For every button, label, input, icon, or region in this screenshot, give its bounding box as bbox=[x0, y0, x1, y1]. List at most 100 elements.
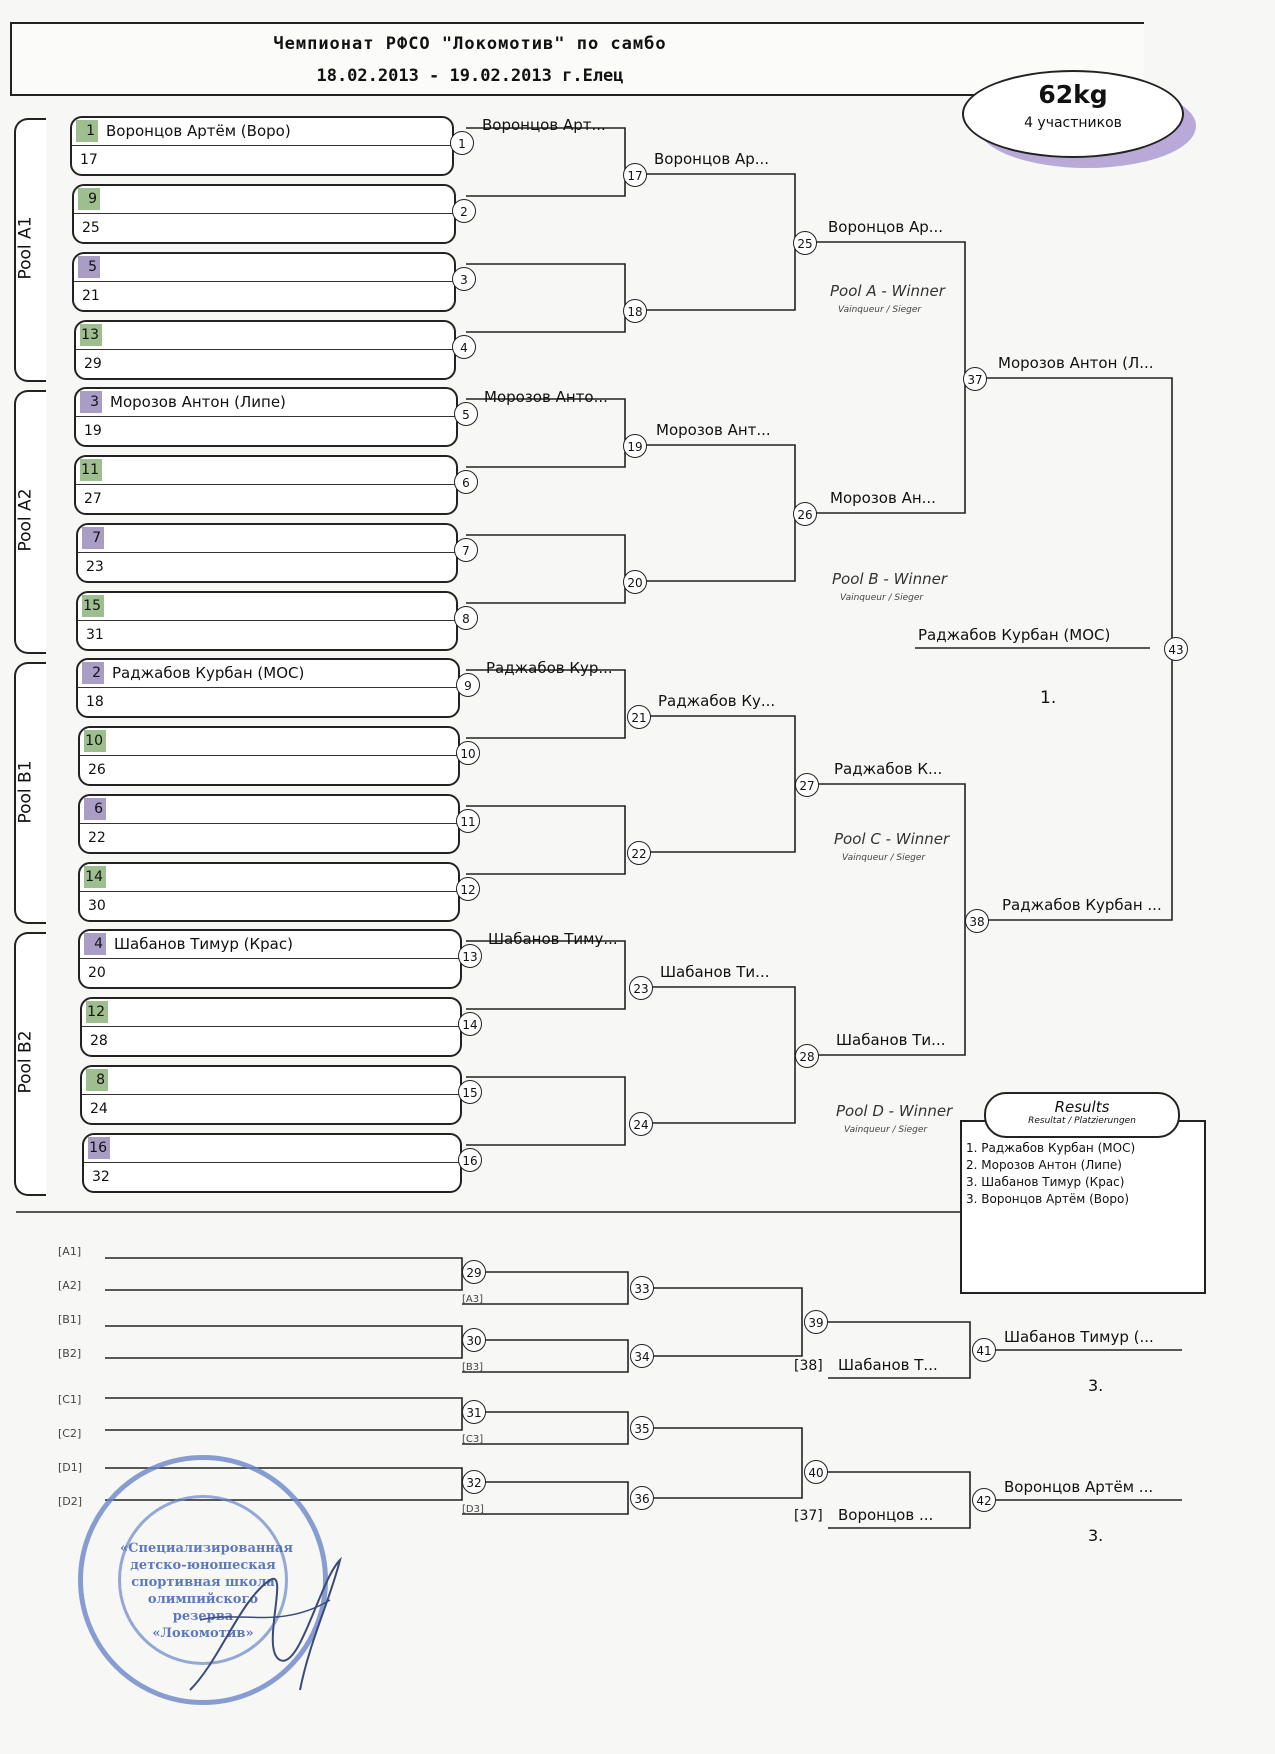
seed-number: 21 bbox=[82, 288, 100, 304]
match-number: 37 bbox=[963, 367, 987, 391]
seed-number: 1 bbox=[76, 120, 98, 142]
seed-number: 32 bbox=[92, 1169, 110, 1185]
bracket-slot: 15 31 bbox=[76, 591, 458, 651]
slot-label: [C1] bbox=[58, 1393, 82, 1406]
seed-number: 13 bbox=[80, 324, 102, 346]
bracket-slot: 7 23 bbox=[76, 523, 458, 583]
bracket-slot: 5 21 bbox=[72, 252, 456, 312]
bracket-slot: 10 26 bbox=[78, 726, 460, 786]
seed-number: 15 bbox=[82, 595, 104, 617]
seed-number: 26 bbox=[88, 762, 106, 778]
bracket-slot: 11 27 bbox=[74, 455, 458, 515]
weight-category-badge bbox=[962, 70, 1184, 158]
loser-ref: [38] bbox=[794, 1358, 823, 1374]
match-number: 13 bbox=[458, 944, 482, 968]
match-number: 39 bbox=[804, 1310, 828, 1334]
slot-label: [B2] bbox=[58, 1347, 82, 1360]
bracket-slot: 8 24 bbox=[80, 1065, 462, 1125]
match-number: 42 bbox=[972, 1488, 996, 1512]
seed-number: 22 bbox=[88, 830, 106, 846]
weight-category: 62kg bbox=[1038, 80, 1108, 109]
pool-winner-label: Pool C - Winner bbox=[834, 830, 950, 848]
match-result: Раджабов Ку... bbox=[658, 692, 776, 710]
slot-label: [D2] bbox=[58, 1495, 83, 1508]
slot-label: [A2] bbox=[58, 1279, 82, 1292]
match-number: 21 bbox=[627, 705, 651, 729]
match-number: 32 bbox=[462, 1470, 486, 1494]
slot-label: [C2] bbox=[58, 1427, 82, 1440]
pool-b1-tab: Pool B1 bbox=[14, 662, 46, 924]
bronze-result: Воронцов Артём ... bbox=[1004, 1478, 1154, 1496]
bronze-place: 3. bbox=[1088, 1376, 1104, 1395]
seed-number: 11 bbox=[80, 459, 102, 481]
seed-number: 30 bbox=[88, 898, 106, 914]
match-number: 28 bbox=[795, 1044, 819, 1068]
seed-number: 12 bbox=[86, 1001, 108, 1023]
seed-number: 31 bbox=[86, 627, 104, 643]
seed-number: 7 bbox=[82, 527, 104, 549]
match-number: 27 bbox=[795, 773, 819, 797]
match-number: 33 bbox=[630, 1276, 654, 1300]
results-header: Results Resultat / Platzierungen bbox=[984, 1092, 1180, 1138]
match-number: 9 bbox=[456, 673, 480, 697]
seed-number: 28 bbox=[90, 1033, 108, 1049]
match-number: 22 bbox=[627, 841, 651, 865]
match-number: 16 bbox=[458, 1148, 482, 1172]
seed-number: 16 bbox=[88, 1137, 110, 1159]
signature bbox=[189, 1556, 342, 1691]
bracket-slot: 14 30 bbox=[78, 862, 460, 922]
seed-number: 14 bbox=[84, 866, 106, 888]
match-number: 36 bbox=[630, 1486, 654, 1510]
sub-label: [A3] bbox=[462, 1294, 484, 1305]
results-subtitle: Resultat / Platzierungen bbox=[1028, 1116, 1136, 1126]
stamp-center-text: «Специализированная детско-юношеская спо… bbox=[120, 1541, 293, 1641]
final-result: Раджабов Курбан (МОС) bbox=[918, 626, 1111, 644]
result-line: 3. Шабанов Тимур (Крас) bbox=[966, 1175, 1125, 1189]
bracket-slot: 16 32 bbox=[82, 1133, 462, 1193]
seed-number: 5 bbox=[78, 256, 100, 278]
match-number: 35 bbox=[630, 1416, 654, 1440]
match-number: 43 bbox=[1164, 637, 1188, 661]
match-number: 24 bbox=[629, 1112, 653, 1136]
pool-a2-tab: Pool A2 bbox=[14, 390, 46, 654]
match-number: 5 bbox=[454, 402, 478, 426]
seed-number: 20 bbox=[88, 965, 106, 981]
match-number: 7 bbox=[454, 538, 478, 562]
competitor-name: Воронцов Артём (Воро) bbox=[106, 122, 291, 140]
pool-winner-sub: Vainqueur / Sieger bbox=[844, 1125, 928, 1135]
result-line: 1. Раджабов Курбан (МОС) bbox=[966, 1141, 1136, 1155]
match-number: 14 bbox=[458, 1012, 482, 1036]
sub-label: [B3] bbox=[462, 1362, 484, 1373]
match-number: 3 bbox=[452, 267, 476, 291]
match-number: 2 bbox=[452, 199, 476, 223]
seed-number: 18 bbox=[86, 694, 104, 710]
competitor-name: Раджабов Курбан (МОС) bbox=[112, 664, 305, 682]
seed-number: 6 bbox=[84, 798, 106, 820]
match-number: 18 bbox=[623, 299, 647, 323]
seed-number: 17 bbox=[80, 152, 98, 168]
match-result: Раджабов К... bbox=[834, 760, 943, 778]
match-number: 19 bbox=[623, 434, 647, 458]
seed-number: 24 bbox=[90, 1101, 108, 1117]
match-number: 40 bbox=[804, 1460, 828, 1484]
match-result: Шабанов Ти... bbox=[836, 1031, 946, 1049]
match-result: Морозов Ан... bbox=[830, 489, 936, 507]
pool-a1-tab: Pool A1 bbox=[14, 118, 46, 382]
match-result: Шабанов Тиму... bbox=[488, 930, 618, 948]
pool-winner-label: Pool B - Winner bbox=[832, 570, 947, 588]
loser-name: Воронцов ... bbox=[838, 1506, 934, 1524]
match-number: 10 bbox=[456, 741, 480, 765]
pool-winner-label: Pool D - Winner bbox=[836, 1102, 953, 1120]
pool-winner-sub: Vainqueur / Sieger bbox=[840, 593, 924, 603]
match-number: 29 bbox=[462, 1260, 486, 1284]
match-number: 25 bbox=[793, 231, 817, 255]
bracket-slot: 12 28 bbox=[80, 997, 462, 1057]
match-number: 17 bbox=[623, 163, 647, 187]
match-number: 12 bbox=[456, 877, 480, 901]
participants-count: 4 участников bbox=[1024, 115, 1122, 131]
match-result: Морозов Анто... bbox=[484, 388, 608, 406]
final-place: 1. bbox=[1040, 688, 1057, 708]
match-result: Раджабов Кур... bbox=[486, 659, 613, 677]
match-number: 26 bbox=[793, 502, 817, 526]
